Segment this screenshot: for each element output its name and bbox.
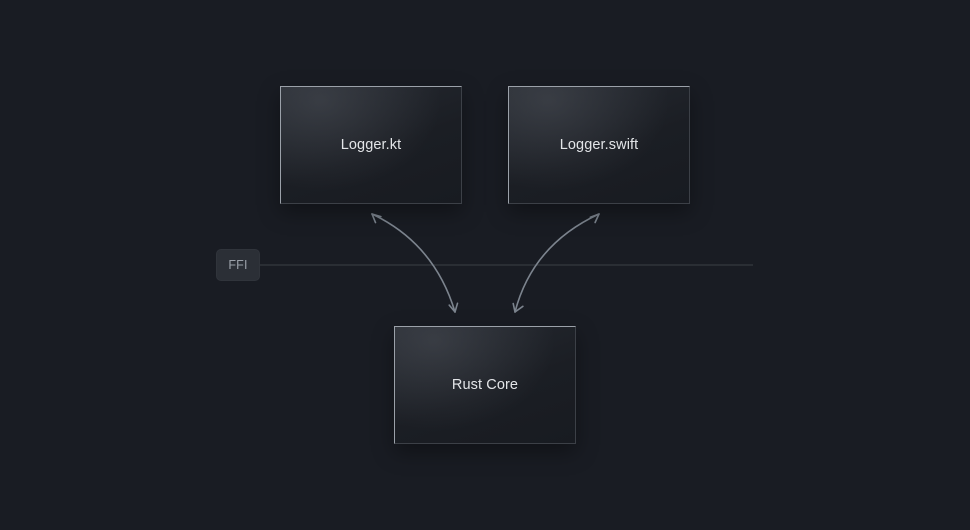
node-rust-core[interactable]: Rust Core [394,326,576,444]
ffi-label: FFI [228,258,248,272]
ffi-boundary-badge: FFI [216,249,260,281]
node-label: Logger.kt [340,137,402,153]
node-logger-swift[interactable]: Logger.swift [508,86,690,204]
edge-kotlin-rust-curve [371,213,456,313]
arrowhead-rust-left-end [448,302,459,313]
node-label: Rust Core [451,377,519,393]
arrowhead-kotlin-end [371,213,382,224]
arrowhead-swift-end [589,213,600,224]
edge-swift-rust [512,213,600,313]
node-label: Logger.swift [559,137,639,153]
edge-swift-rust-curve [514,213,600,313]
edge-kotlin-rust [371,213,459,313]
arrowhead-rust-right-end [512,302,524,313]
node-logger-kt[interactable]: Logger.kt [280,86,462,204]
